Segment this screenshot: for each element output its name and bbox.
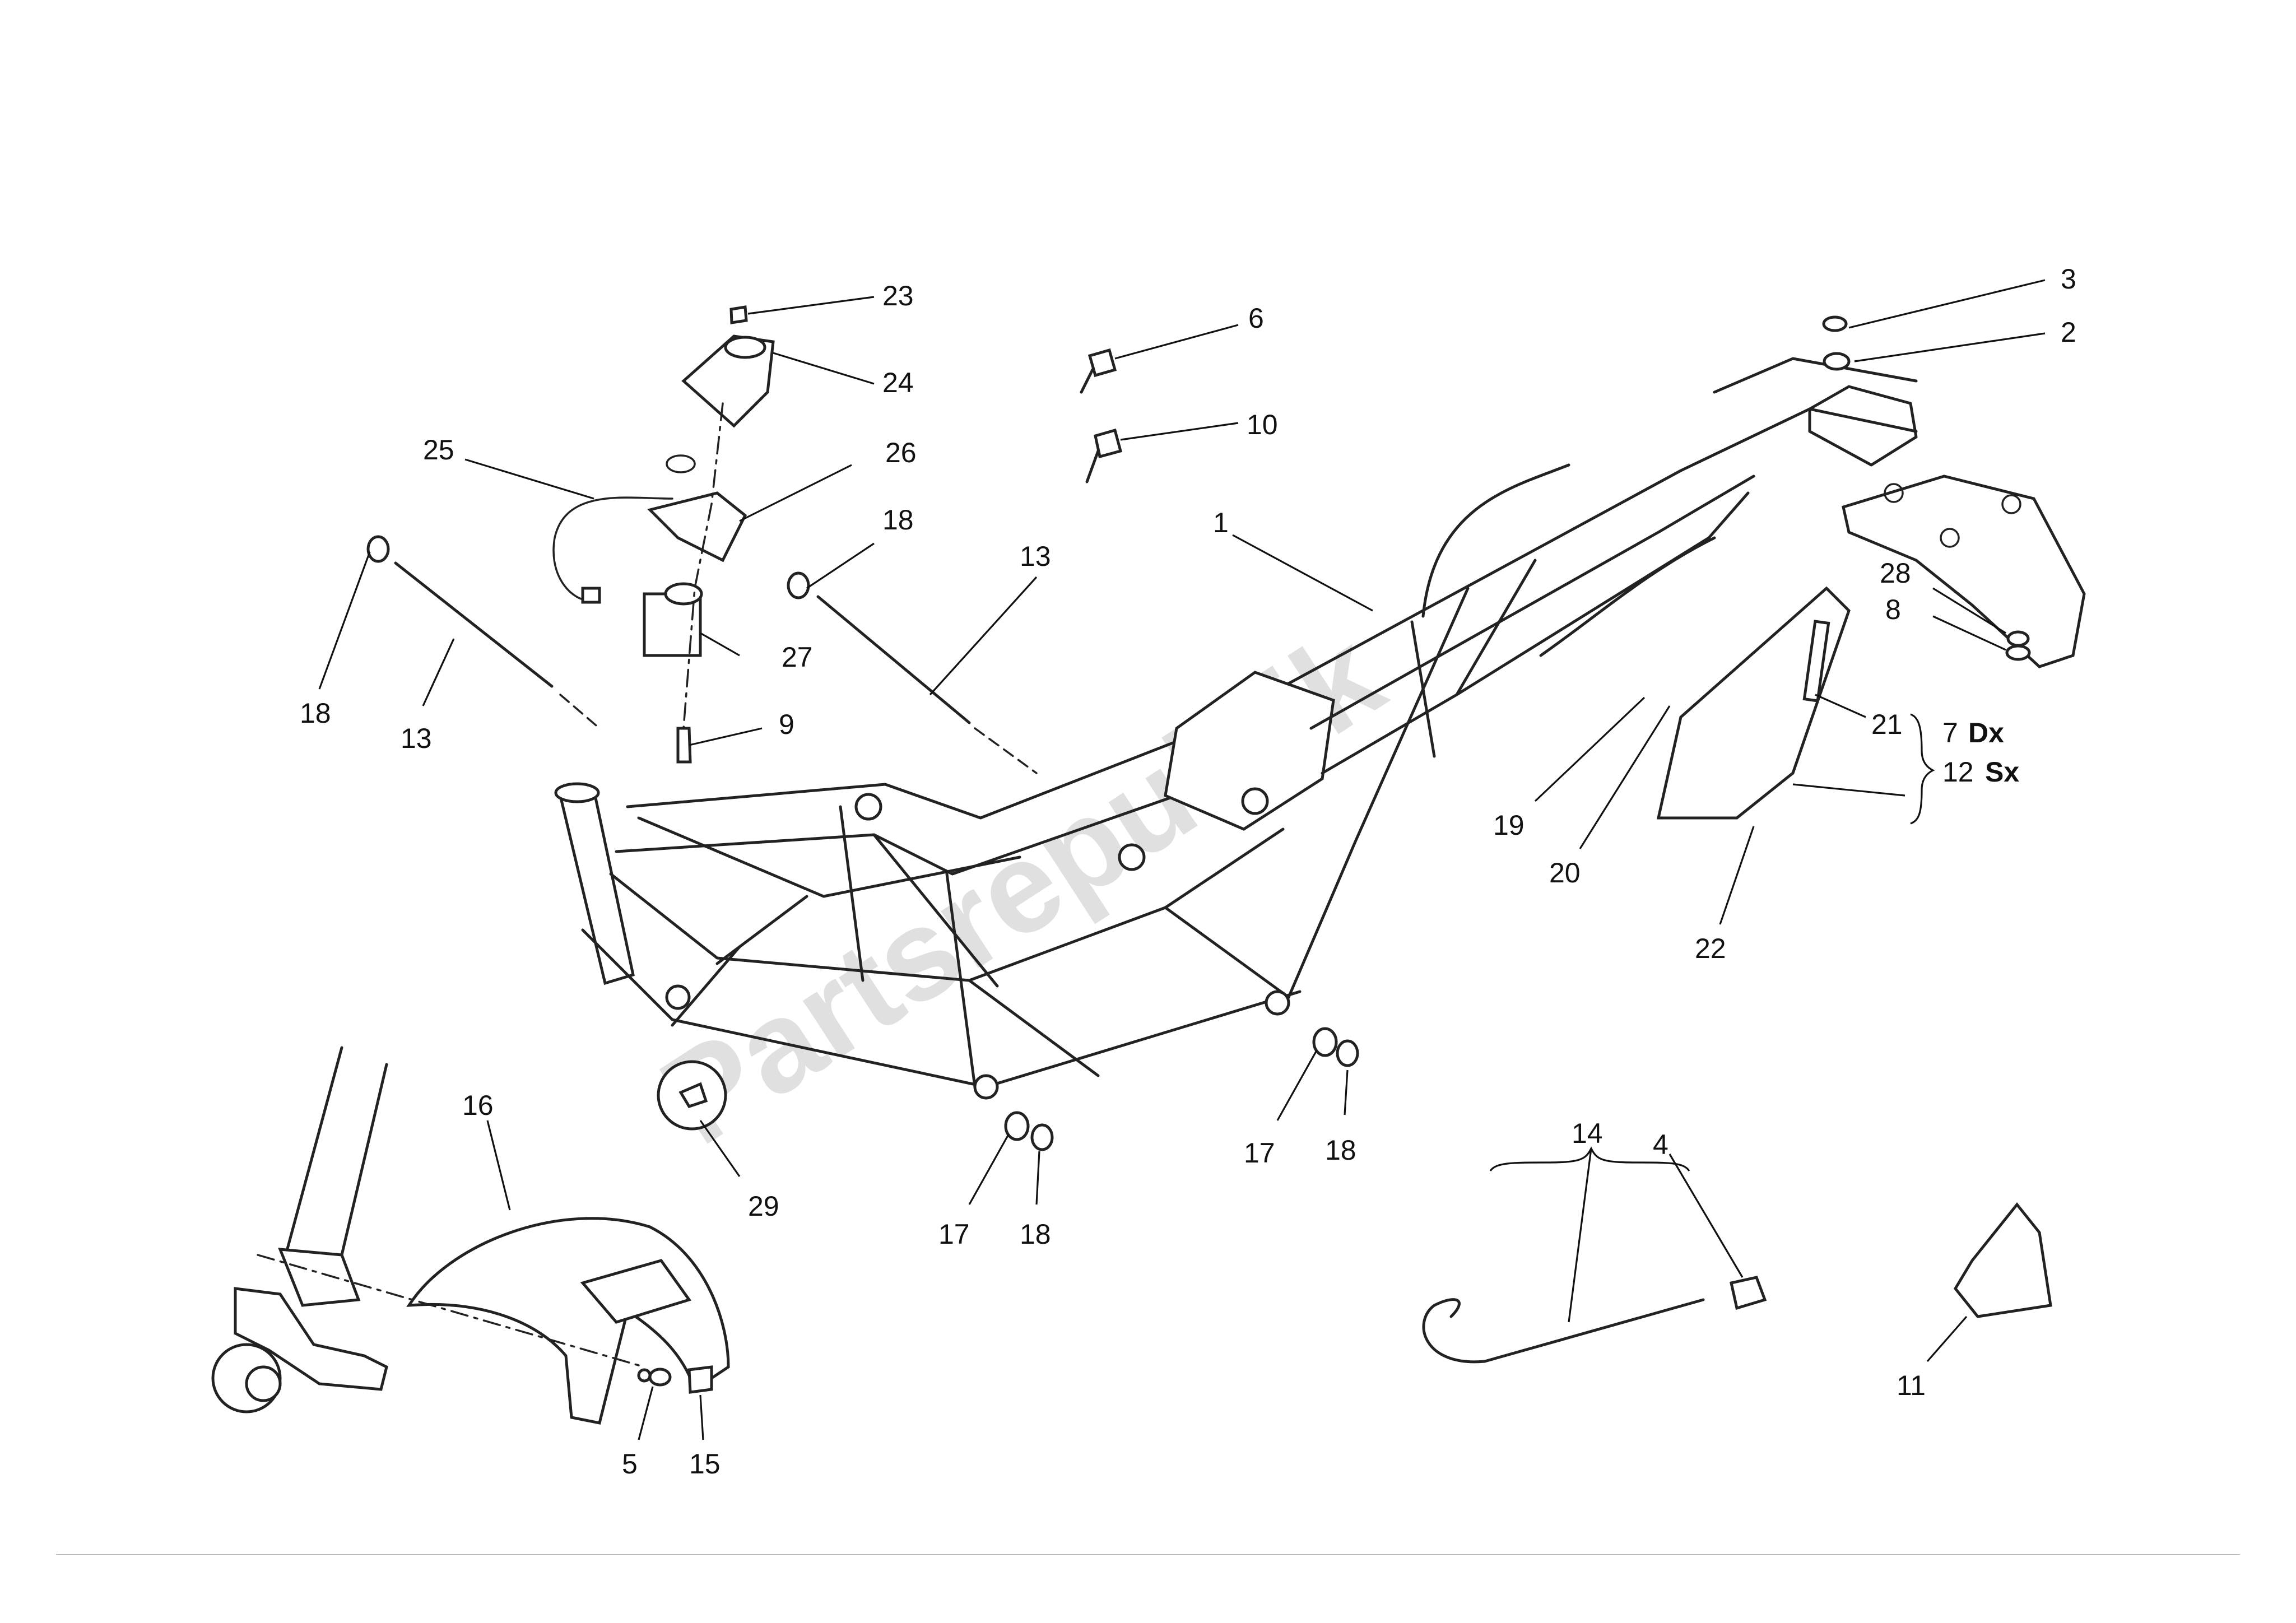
callout-27: 27	[782, 641, 813, 673]
label-dx: Dx	[1968, 717, 2004, 748]
callout-3: 3	[2061, 263, 2076, 295]
callout-6: 6	[1248, 303, 1264, 334]
grommets	[1004, 1027, 1359, 1151]
callout-10: 10	[1247, 409, 1278, 440]
washer-5	[648, 1368, 672, 1387]
callout-26: 26	[885, 437, 917, 468]
callout-18-mid: 18	[882, 504, 914, 536]
label-sx: Sx	[1985, 756, 2019, 788]
rear-grommets	[1822, 315, 1851, 371]
keys	[1080, 348, 1123, 483]
callout-4: 4	[1653, 1129, 1668, 1160]
callout-17-mid: 17	[938, 1219, 970, 1250]
front-fender	[257, 1217, 730, 1425]
callout-5: 5	[622, 1448, 638, 1480]
callout-labels: 23 24 25 26 27 9 18 13 18 13 6 10 1 3 2 …	[300, 263, 2076, 1480]
callout-2: 2	[2061, 317, 2076, 348]
callout-8: 8	[1885, 594, 1901, 625]
callout-12: 12	[1942, 756, 1974, 788]
callout-7: 7	[1942, 717, 1958, 748]
tool-kit	[1422, 1276, 1767, 1364]
front-fork	[211, 1046, 388, 1413]
leader-lines	[318, 279, 2046, 1440]
bolt-15	[687, 1365, 713, 1394]
callout-19: 19	[1493, 810, 1525, 841]
callout-25: 25	[423, 434, 454, 466]
callout-1: 1	[1213, 507, 1229, 538]
callout-11: 11	[1897, 1370, 1926, 1401]
callout-16: 16	[462, 1090, 494, 1121]
callout-9: 9	[779, 709, 794, 740]
rear-bracket	[1842, 475, 2086, 668]
callout-28: 28	[1880, 557, 1911, 589]
callout-22: 22	[1695, 933, 1726, 964]
callout-18-left: 18	[300, 697, 331, 729]
callout-17-right: 17	[1244, 1137, 1275, 1169]
callout-29: 29	[748, 1190, 779, 1222]
callout-23: 23	[882, 280, 914, 311]
callout-20: 20	[1549, 857, 1581, 889]
callout-21: 21	[1871, 709, 1903, 740]
ignition-parts	[643, 305, 775, 764]
detail-29	[657, 1060, 727, 1131]
callout-18-lower: 18	[1020, 1219, 1051, 1250]
callout-13-mid: 13	[1020, 541, 1051, 572]
wire-harness	[552, 454, 696, 604]
main-frame	[554, 357, 1918, 1100]
callout-18-right: 18	[1325, 1134, 1356, 1166]
callout-13-left: 13	[401, 723, 432, 754]
bolts	[366, 535, 1038, 774]
part-11	[1953, 1202, 2052, 1318]
callout-15: 15	[689, 1448, 721, 1480]
callout-24: 24	[882, 367, 914, 398]
callout-14: 14	[1572, 1118, 1603, 1149]
side-panel	[1656, 586, 1851, 820]
